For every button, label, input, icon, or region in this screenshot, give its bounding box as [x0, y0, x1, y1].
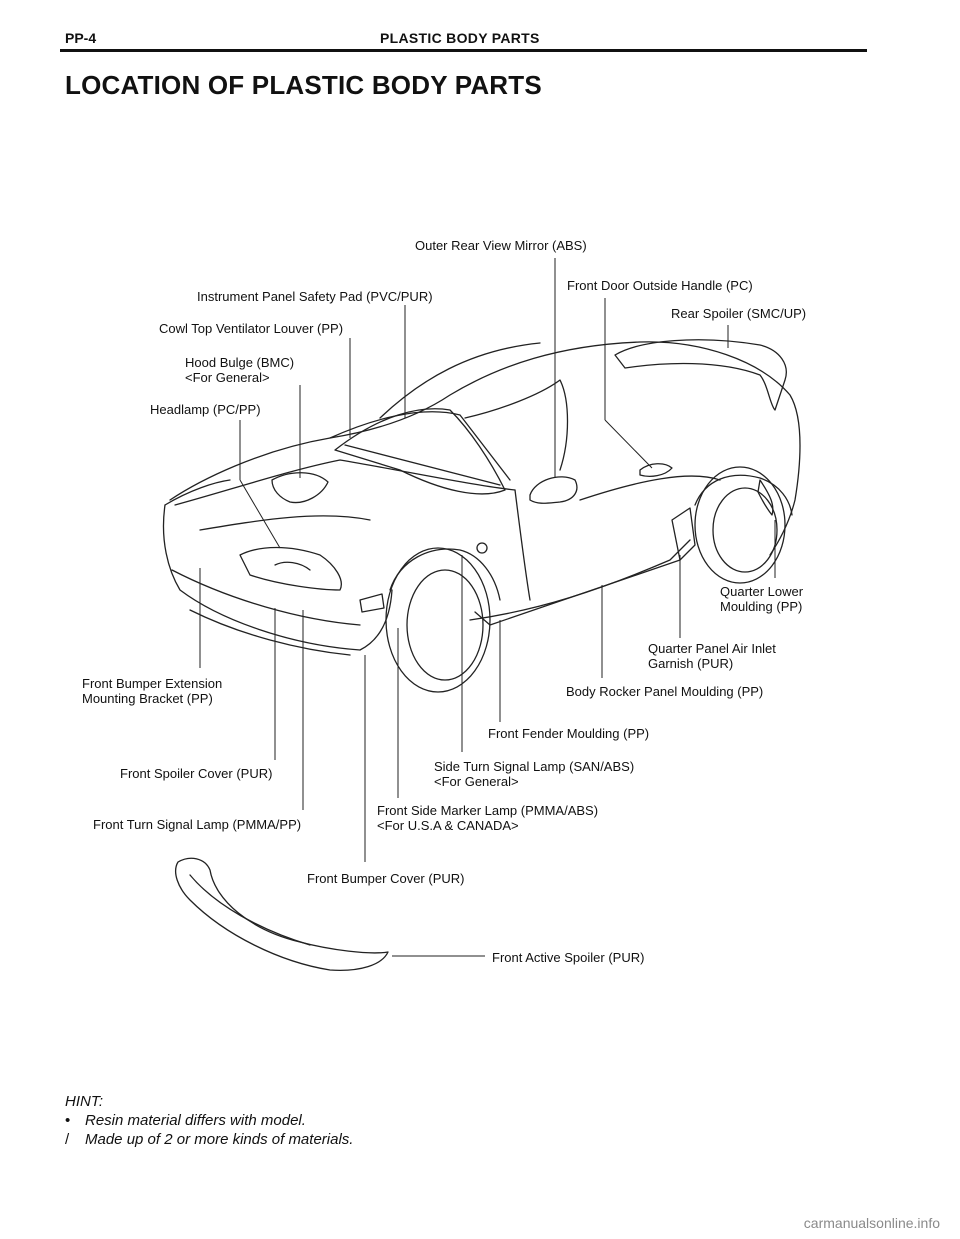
label-front-bumper-extension-line1: Front Bumper Extension: [82, 676, 223, 691]
label-front-door-outside-handle: Front Door Outside Handle (PC): [567, 278, 753, 293]
label-side-turn-signal-lamp-line2: <For General>: [434, 774, 519, 789]
hint-title: HINT:: [65, 1093, 104, 1110]
label-front-bumper-cover: Front Bumper Cover (PUR): [307, 871, 465, 886]
label-front-side-marker-lamp: Front Side Marker Lamp (PMMA/ABS) <For U…: [377, 803, 598, 833]
label-quarter-panel-air-inlet-garnish: Quarter Panel Air Inlet Garnish (PUR): [648, 641, 776, 671]
label-front-turn-signal-lamp: Front Turn Signal Lamp (PMMA/PP): [93, 817, 302, 832]
label-front-active-spoiler: Front Active Spoiler (PUR): [492, 950, 645, 965]
label-front-bumper-extension-bracket: Front Bumper Extension Mounting Bracket …: [82, 676, 222, 706]
hint-item-text: Resin material differs with model.: [85, 1112, 306, 1129]
section-title: PLASTIC BODY PARTS: [380, 30, 540, 46]
label-quarter-lower-moulding-line2: Moulding (PP): [720, 599, 803, 614]
car-illustration: [162, 339, 801, 971]
slash-mark: /: [65, 1131, 70, 1148]
leader-lines: [199, 258, 776, 957]
label-hood-bulge-line2: <For General>: [185, 370, 270, 385]
label-hood-bulge-line1: Hood Bulge (BMC): [185, 355, 295, 370]
label-quarter-lower-moulding-line1: Quarter Lower: [720, 584, 804, 599]
label-quarter-panel-air-inlet-line2: Garnish (PUR): [648, 656, 734, 671]
label-front-bumper-extension-line2: Mounting Bracket (PP): [82, 691, 213, 706]
label-front-spoiler-cover: Front Spoiler Cover (PUR): [120, 766, 273, 781]
hint-item-text: Made up of 2 or more kinds of materials.: [85, 1131, 354, 1148]
header-rule: [60, 49, 867, 52]
label-outer-rear-view-mirror: Outer Rear View Mirror (ABS): [415, 238, 587, 253]
label-cowl-top-ventilator-louver: Cowl Top Ventilator Louver (PP): [159, 321, 344, 336]
label-hood-bulge: Hood Bulge (BMC) <For General>: [185, 355, 294, 385]
label-side-turn-signal-lamp: Side Turn Signal Lamp (SAN/ABS) <For Gen…: [434, 759, 634, 789]
page-title: LOCATION OF PLASTIC BODY PARTS: [65, 70, 542, 100]
bullet-mark: •: [65, 1112, 71, 1129]
label-headlamp: Headlamp (PC/PP): [150, 402, 261, 417]
section-code: PP-4: [65, 30, 97, 46]
label-rear-spoiler: Rear Spoiler (SMC/UP): [671, 306, 807, 321]
label-body-rocker-panel-moulding: Body Rocker Panel Moulding (PP): [566, 684, 764, 699]
label-front-side-marker-lamp-line1: Front Side Marker Lamp (PMMA/ABS): [377, 803, 599, 818]
hint-section: HINT: • Resin material differs with mode…: [65, 1092, 353, 1149]
label-quarter-panel-air-inlet-line1: Quarter Panel Air Inlet: [648, 641, 776, 656]
footer-watermark: carmanualsonline.info: [803, 1215, 940, 1231]
label-side-turn-signal-lamp-line1: Side Turn Signal Lamp (SAN/ABS): [434, 759, 635, 774]
label-front-side-marker-lamp-line2: <For U.S.A & CANADA>: [377, 818, 519, 833]
label-instrument-panel-safety-pad: Instrument Panel Safety Pad (PVC/PUR): [197, 289, 433, 304]
label-quarter-lower-moulding: Quarter Lower Moulding (PP): [720, 584, 803, 614]
hint-item: • Resin material differs with model.: [65, 1111, 353, 1130]
hint-item: / Made up of 2 or more kinds of material…: [65, 1130, 353, 1149]
label-front-fender-moulding: Front Fender Moulding (PP): [488, 726, 650, 741]
